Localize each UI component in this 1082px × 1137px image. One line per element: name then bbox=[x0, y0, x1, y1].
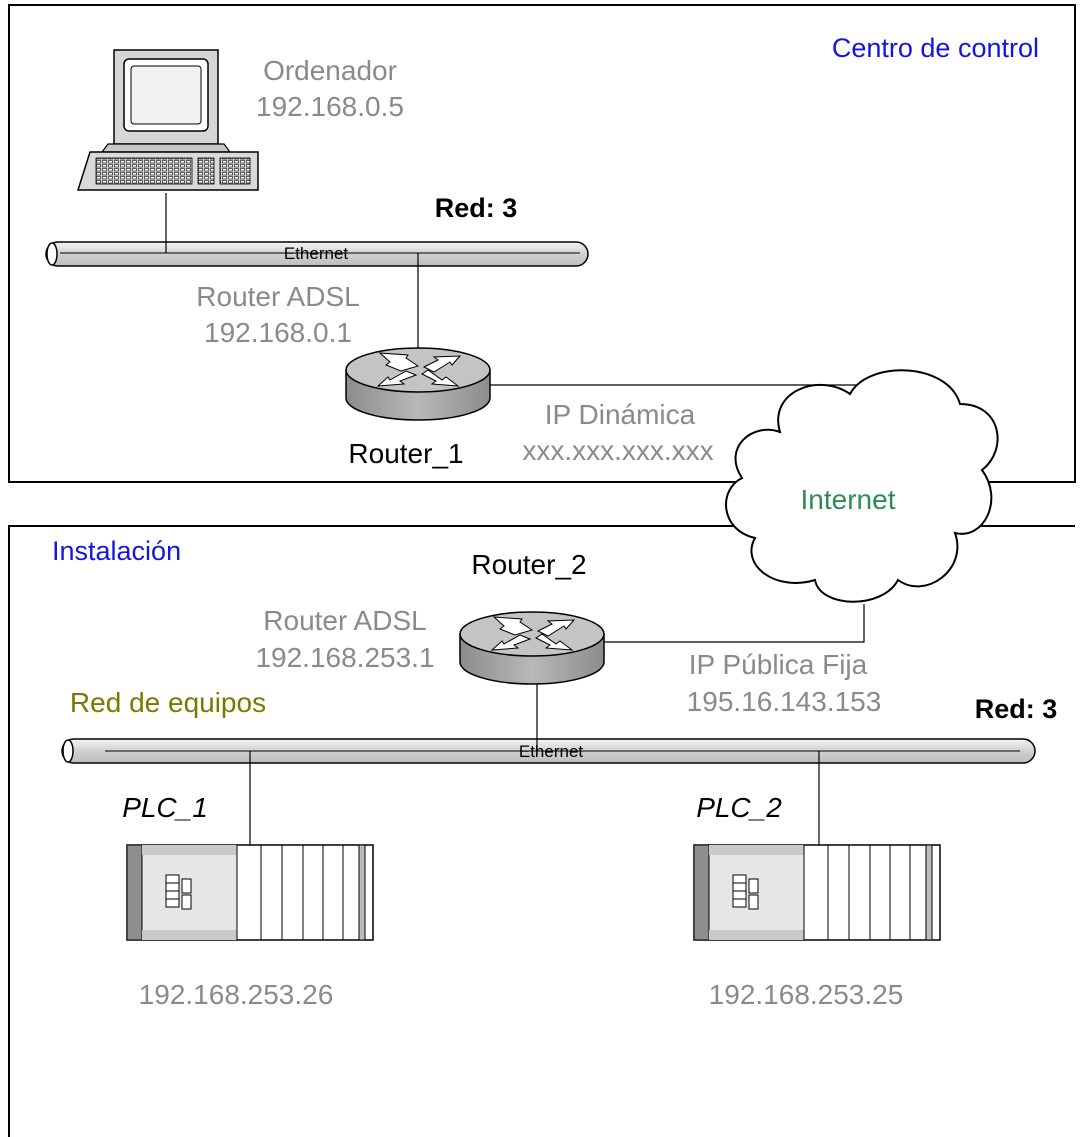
installation-title: Instalación bbox=[52, 536, 181, 566]
control-center-frame bbox=[8, 4, 1076, 483]
control-bus-label: Ethernet bbox=[284, 244, 349, 263]
router1-name-label: Router_1 bbox=[348, 438, 463, 469]
plc-2-icon bbox=[693, 844, 941, 941]
control-network-label: Red: 3 bbox=[435, 193, 518, 223]
router1-wan-type-label: IP Dinámica bbox=[545, 399, 696, 430]
plc-1-ip-label: 192.168.253.26 bbox=[139, 979, 334, 1010]
installation-bus-label: Ethernet bbox=[519, 742, 584, 761]
router2-type-label: Router ADSL bbox=[263, 605, 426, 636]
router1-wan-ip-label: xxx.xxx.xxx.xxx bbox=[522, 435, 713, 466]
plc-2-name-label: PLC_2 bbox=[696, 792, 782, 823]
router2-name-label: Router_2 bbox=[471, 549, 586, 580]
internet-cloud-icon bbox=[725, 369, 999, 603]
installation-frame bbox=[8, 525, 1075, 1137]
computer-name-label: Ordenador bbox=[263, 55, 397, 86]
router-2-icon bbox=[459, 611, 605, 685]
control-center-title: Centro de control bbox=[832, 33, 1039, 63]
router2-ip-label: 192.168.253.1 bbox=[255, 642, 434, 673]
router1-ip-label: 192.168.0.1 bbox=[204, 317, 352, 348]
plc-1-icon bbox=[126, 844, 374, 941]
installation-network-name: Red de equipos bbox=[70, 687, 266, 718]
installation-network-label: Red: 3 bbox=[975, 694, 1058, 724]
router2-wan-type-label: IP Pública Fija bbox=[689, 649, 868, 680]
router2-wan-ip-label: 195.16.143.153 bbox=[687, 686, 882, 717]
computer-icon bbox=[76, 49, 259, 191]
internet-label: Internet bbox=[801, 484, 896, 515]
computer-ip-label: 192.168.0.5 bbox=[256, 91, 404, 122]
router-1-icon bbox=[345, 347, 491, 421]
installation-ethernet-bus bbox=[61, 738, 1036, 764]
control-ethernet-bus bbox=[45, 241, 589, 267]
router1-type-label: Router ADSL bbox=[196, 281, 359, 312]
router2-wan-link bbox=[604, 604, 865, 643]
plc-2-ip-label: 192.168.253.25 bbox=[709, 979, 904, 1010]
plc-1-name-label: PLC_1 bbox=[122, 792, 208, 823]
